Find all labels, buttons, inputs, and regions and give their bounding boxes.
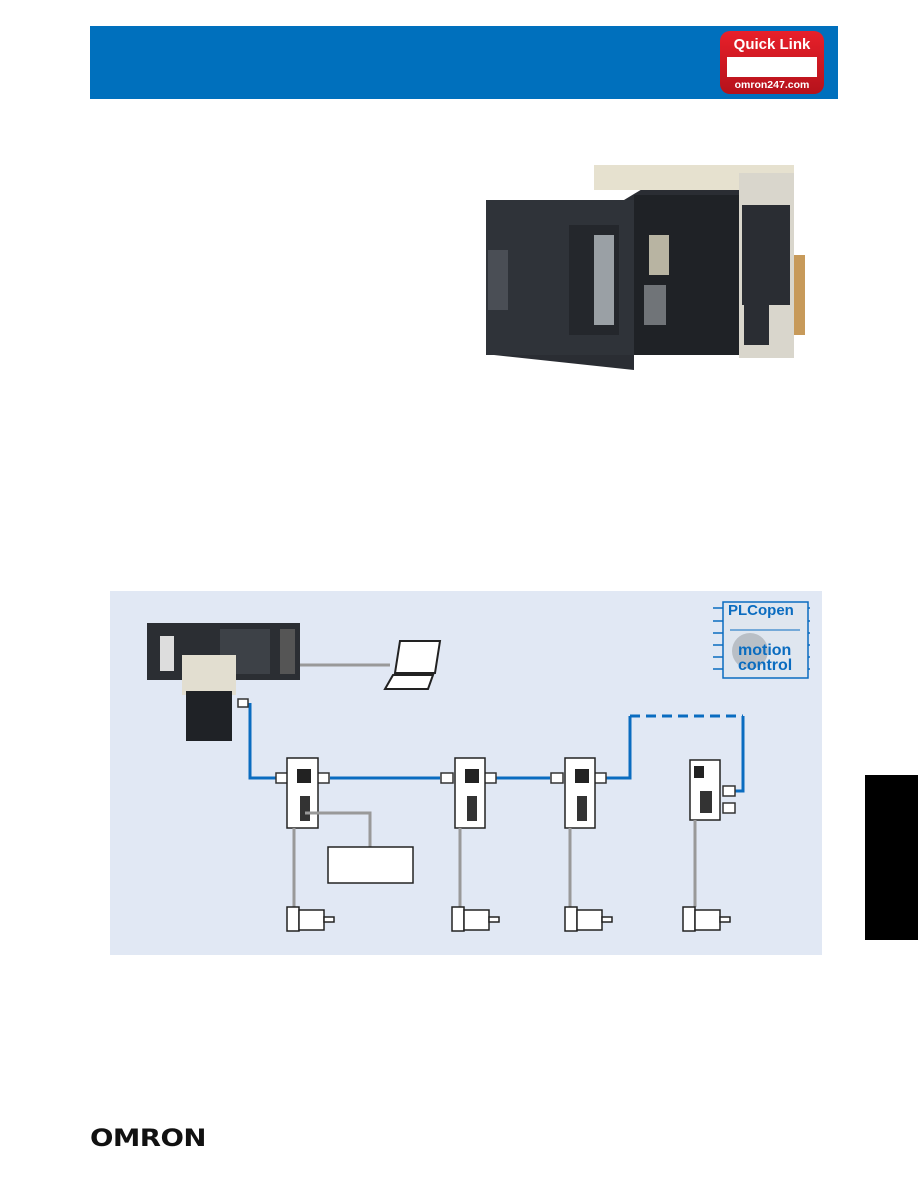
laptop-icon xyxy=(383,640,442,690)
header-bar xyxy=(90,26,838,99)
omron-logo: OMRON xyxy=(90,1124,206,1152)
plc-product-photo xyxy=(486,165,805,370)
section-tab xyxy=(865,775,918,940)
external-device-box xyxy=(327,846,414,884)
system-configuration-diagram: PLCopen motion control xyxy=(110,591,822,955)
servo-drive xyxy=(286,757,319,829)
motion-network-cable xyxy=(248,703,745,793)
servo-motor-icon xyxy=(451,906,500,932)
position-control-unit xyxy=(182,655,236,741)
logo-control-text: control xyxy=(738,657,793,674)
servo-drive xyxy=(454,757,486,829)
servo-motor-icon xyxy=(564,906,613,932)
inverter-drive xyxy=(689,759,721,821)
quick-link-code xyxy=(727,57,817,77)
servo-drive xyxy=(564,757,596,829)
plcopen-motion-control-logo xyxy=(713,601,810,679)
servo-motor-icon xyxy=(682,906,731,932)
logo-plcopen-text: PLCopen xyxy=(728,602,794,619)
logo-motion-text: motion xyxy=(738,642,792,659)
quick-link-badge[interactable]: Quick Link omron247.com xyxy=(720,31,824,94)
quick-link-url[interactable]: omron247.com xyxy=(734,79,810,91)
quick-link-title: Quick Link xyxy=(733,36,811,53)
servo-motor-icon xyxy=(286,906,335,932)
